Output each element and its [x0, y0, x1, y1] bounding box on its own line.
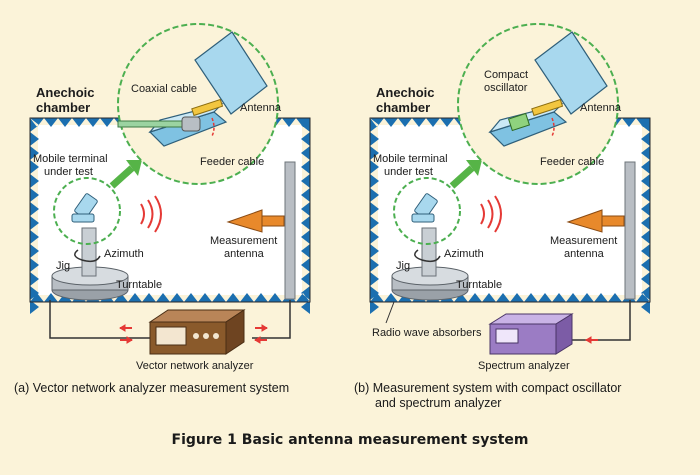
device-highlight-b [393, 177, 461, 245]
antenna-label-b: Antenna [580, 102, 622, 114]
caption-b-2: and spectrum analyzer [375, 396, 501, 410]
panel-b: Anechoic chamber Compact oscillator Ante… [354, 23, 651, 410]
feeder-cable-a [211, 117, 215, 137]
device-highlight-a [53, 177, 121, 245]
horn-feed-a [261, 215, 285, 227]
antenna-element-a [191, 98, 224, 117]
azimuth-arrow-a [74, 249, 101, 263]
compact-oscillator [507, 112, 531, 132]
oscillator-label-2: oscillator [484, 82, 528, 94]
test-cable-a [49, 300, 291, 339]
signal-arrows-a [119, 324, 268, 344]
chamber-label-b: Anechoic [376, 85, 435, 100]
azimuth-arrow-b [414, 249, 441, 263]
absorber-pointer [385, 301, 395, 324]
coax-connector-a [181, 116, 201, 132]
turntable-label-b: Turntable [456, 279, 502, 291]
feeder-cable-label-a: Feeder cable [200, 156, 264, 168]
mast-a [284, 161, 296, 300]
mobile-label-b: Mobile terminal [373, 153, 448, 165]
phone-small-b [411, 193, 438, 223]
jig-a [81, 227, 97, 277]
mast-b [624, 161, 636, 300]
measurement-label-a: Measurement [210, 235, 277, 247]
caption-b: (b) Measurement system with compact osci… [354, 381, 621, 395]
zoom-arrow-b [449, 165, 475, 189]
absorbers-label: Radio wave absorbers [372, 327, 482, 339]
test-cable-b [570, 300, 631, 341]
radio-waves-b [480, 195, 502, 233]
zoom-arrow-a [109, 165, 135, 189]
figure-title: Figure 1 Basic antenna measurement syste… [172, 432, 529, 448]
mobile-label-a: Mobile terminal [33, 153, 108, 165]
vna-label: Vector network analyzer [136, 360, 254, 372]
oscillator-label: Compact [484, 69, 528, 81]
vector-network-analyzer-box [148, 309, 246, 355]
measurement-label-a-2: antenna [224, 248, 265, 260]
coaxial-cable-label: Coaxial cable [131, 83, 197, 95]
zoom-arrowhead-a [126, 160, 142, 176]
feeder-cable-label-b: Feeder cable [540, 156, 604, 168]
signal-arrows-b [585, 336, 598, 344]
horn-feed-b [601, 215, 625, 227]
azimuth-label-a: Azimuth [104, 248, 144, 260]
mobile-label-a-2: under test [44, 166, 93, 178]
antenna-label-a: Antenna [240, 102, 282, 114]
feeder-cable-b [551, 117, 555, 137]
antenna-element-b [531, 98, 564, 117]
measurement-label-b: Measurement [550, 235, 617, 247]
caption-a: (a) Vector network analyzer measurement … [14, 381, 289, 395]
zoom-arrowhead-b [466, 160, 482, 176]
radio-waves-a [140, 195, 162, 233]
chamber-label-a-2: chamber [36, 100, 90, 115]
spectrum-analyzer-box [488, 313, 574, 355]
turntable-label-a: Turntable [116, 279, 162, 291]
chamber-label-a: Anechoic [36, 85, 95, 100]
phone-small-a [71, 193, 98, 223]
azimuth-label-b: Azimuth [444, 248, 484, 260]
jig-label-a: Jig [56, 260, 70, 272]
measurement-label-b-2: antenna [564, 248, 605, 260]
mobile-label-b-2: under test [384, 166, 433, 178]
jig-label-b: Jig [396, 260, 410, 272]
chamber-label-b-2: chamber [376, 100, 430, 115]
jig-b [421, 227, 437, 277]
panel-a: Anechoic chamber Coaxial cable Antenna F… [14, 23, 311, 395]
spectrum-analyzer-label: Spectrum analyzer [478, 360, 570, 372]
phone-large-b [488, 31, 608, 147]
